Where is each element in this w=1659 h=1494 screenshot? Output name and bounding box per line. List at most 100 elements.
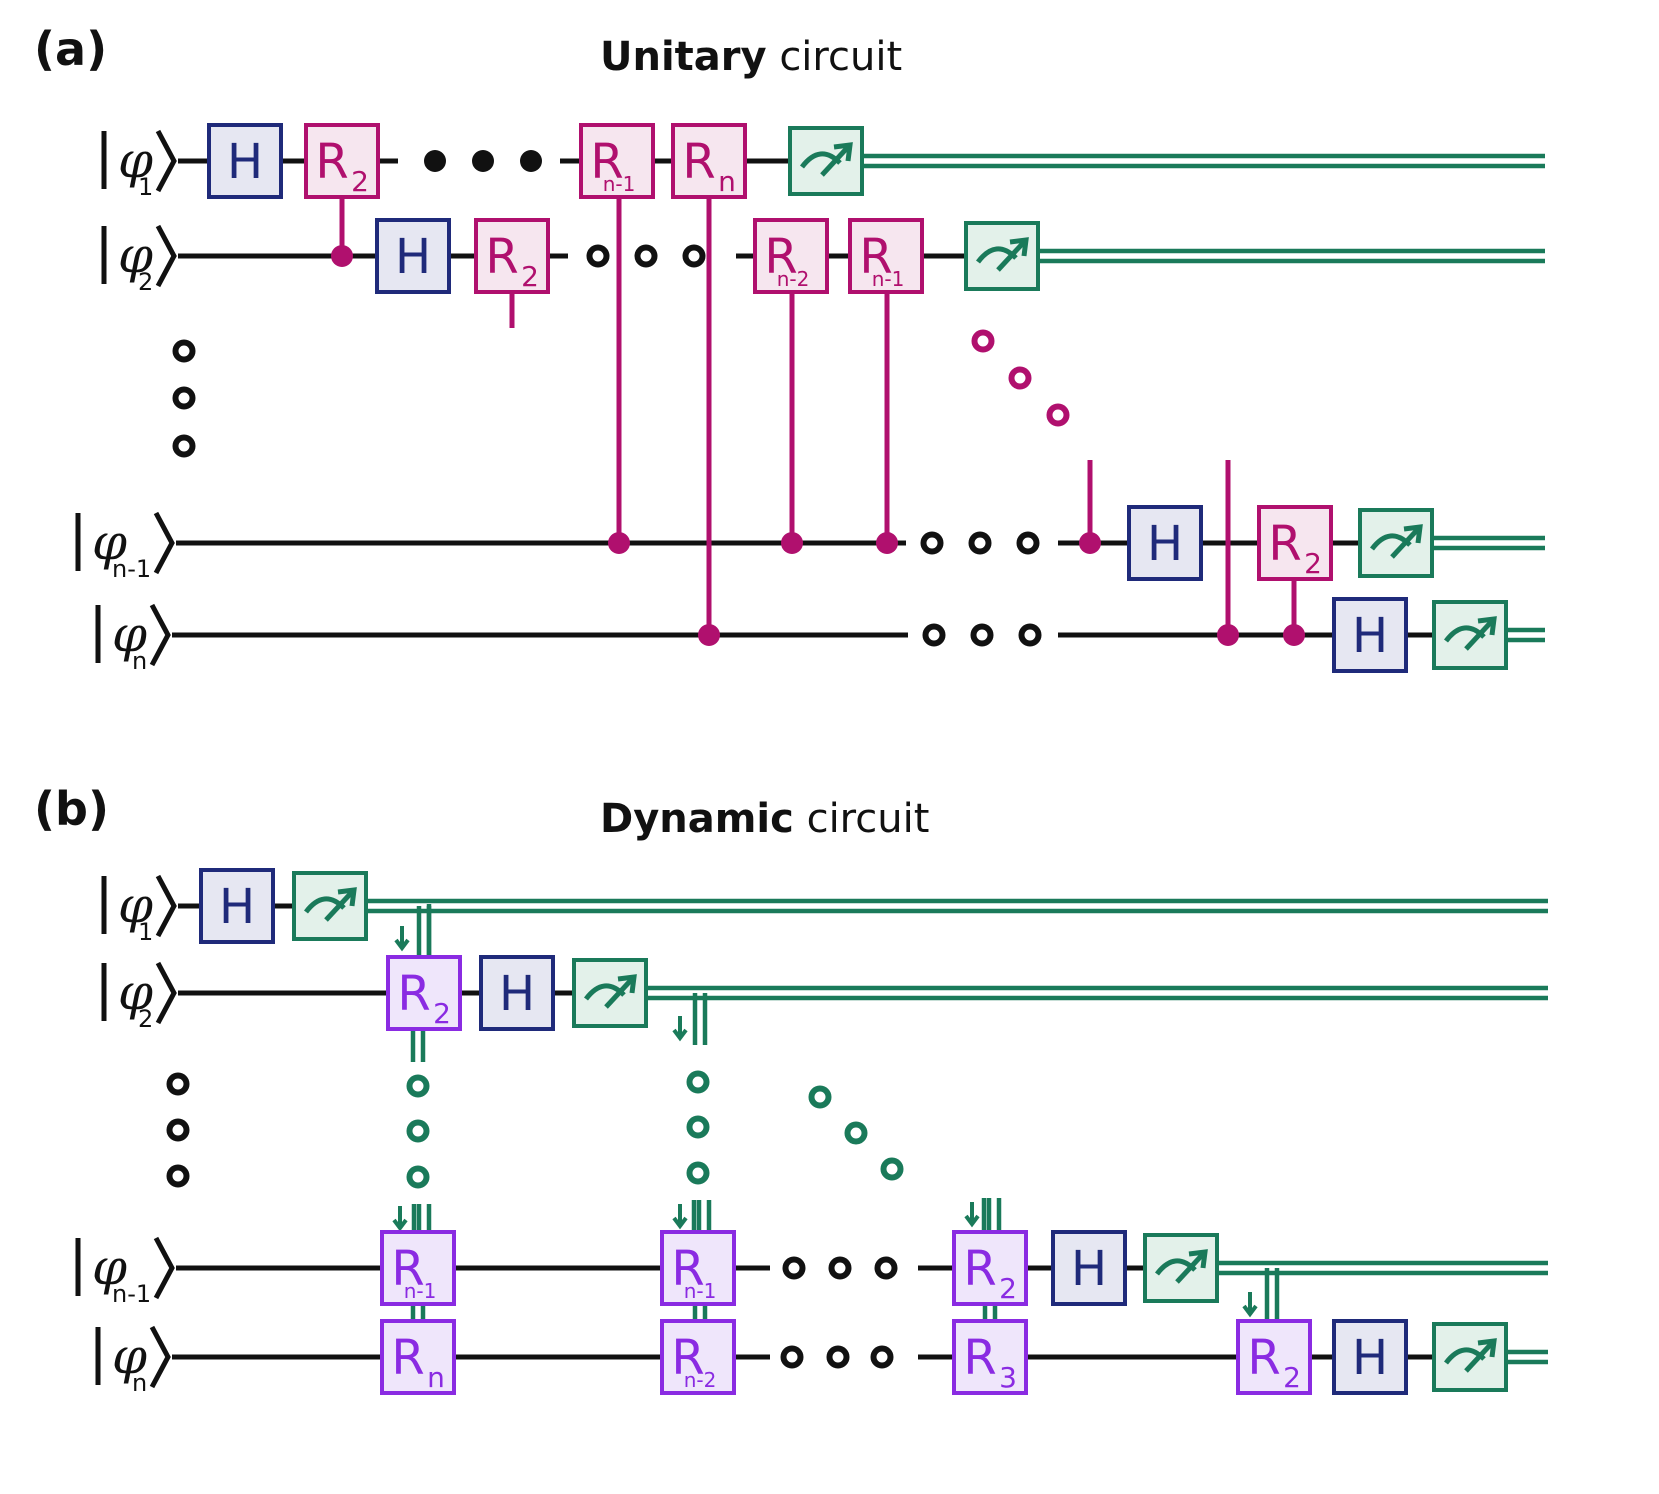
- rotation-subscript: n-1: [603, 172, 636, 196]
- hadamard-gate: [1051, 1230, 1127, 1306]
- rotation-gate: [660, 1319, 736, 1395]
- meter-needle-icon: [820, 145, 850, 177]
- meter-needle-icon: [1464, 1341, 1494, 1373]
- continuation-dot: [826, 1345, 850, 1369]
- continuation-dot: [782, 1256, 806, 1280]
- continuation-dot: [920, 531, 944, 555]
- ket-bracket: [155, 129, 177, 193]
- measurement-gate: [964, 221, 1040, 291]
- continuation-dot: [1018, 623, 1042, 647]
- rotation-label: R: [315, 134, 348, 190]
- control-dot: [331, 245, 353, 267]
- qubit-ellipsis-dot: [172, 434, 196, 458]
- qubit-ellipsis-dot: [166, 1118, 190, 1142]
- rotation-label: R: [859, 229, 892, 285]
- arrowhead-icon: [672, 1216, 688, 1230]
- continuation-dot: [870, 1345, 894, 1369]
- hadamard-label: H: [1147, 516, 1183, 572]
- ket-phi-n-1: φn-1: [75, 1236, 175, 1308]
- rotation-label: R: [671, 1241, 704, 1297]
- meter-needle-icon: [1390, 527, 1420, 559]
- arrowhead-icon: [672, 1028, 688, 1042]
- classical-ellipsis-dot: [686, 1070, 710, 1094]
- arrowhead-icon: [392, 1218, 408, 1232]
- classical-ellipsis-dot: [406, 1119, 430, 1143]
- ket-phi-1: φ1: [101, 874, 177, 946]
- hadamard-label: H: [499, 966, 535, 1022]
- ket-subscript: n-1: [112, 555, 151, 583]
- rotation-label: R: [397, 966, 430, 1022]
- panel-b-title: Dynamic circuit: [600, 796, 929, 842]
- rotation-subscript: n-2: [684, 1368, 717, 1392]
- ket-subscript: 1: [138, 918, 153, 946]
- continuation-dot: [682, 244, 706, 268]
- qubit-ellipsis-dot: [166, 1072, 190, 1096]
- arrowhead-icon: [1242, 1304, 1258, 1318]
- control-dot: [1283, 624, 1305, 646]
- rotation-label: R: [391, 1241, 424, 1297]
- ket-symbol: φ: [112, 1327, 147, 1385]
- continuation-dot: [922, 623, 946, 647]
- measurement-gate: [1143, 1233, 1219, 1303]
- rotation-gate: [952, 1230, 1028, 1306]
- rotation-subscript: n: [427, 1361, 445, 1394]
- ket-symbol: φ: [92, 1238, 127, 1296]
- ket-phi-n-1: φn-1: [75, 511, 175, 583]
- control-dot: [1217, 624, 1239, 646]
- ket-subscript: 2: [138, 268, 153, 296]
- diagonal-ellipsis-dot: [808, 1085, 832, 1109]
- continuation-dot: [424, 150, 446, 172]
- meter-arrowhead-icon: [1477, 1338, 1497, 1358]
- continuation-dot: [780, 1345, 804, 1369]
- rotation-label: R: [671, 1330, 704, 1386]
- measurement-gate: [1432, 1322, 1508, 1392]
- rotation-subscript: n-1: [684, 1279, 717, 1303]
- rotation-subscript: n: [718, 165, 736, 198]
- meter-arrowhead-icon: [617, 974, 637, 994]
- ket-phi-1: φ1: [101, 129, 177, 201]
- rotation-gate: [848, 218, 924, 294]
- ket-bracket: [149, 1325, 171, 1389]
- hadamard-label: H: [1352, 608, 1388, 664]
- rotation-subscript: 2: [1304, 547, 1322, 580]
- rotation-gate: [380, 1319, 456, 1395]
- ket-subscript: 1: [138, 173, 153, 201]
- ket-bracket: [155, 961, 177, 1025]
- qubit-ellipsis-dot: [172, 339, 196, 363]
- rotation-gate: [1236, 1319, 1312, 1395]
- rotation-label: R: [1268, 516, 1301, 572]
- qubit-ellipsis-dot: [166, 1164, 190, 1188]
- rotation-subscript: n-2: [777, 267, 810, 291]
- rotation-subscript: n-1: [872, 267, 905, 291]
- continuation-dot: [970, 623, 994, 647]
- rotation-gate: [671, 123, 747, 199]
- rotation-gate: [1257, 505, 1333, 581]
- classical-ellipsis-dot: [406, 1074, 430, 1098]
- ket-phi-n: φn: [95, 603, 171, 675]
- continuation-dot: [874, 1256, 898, 1280]
- ket-subscript: n: [132, 647, 147, 675]
- meter-needle-icon: [604, 977, 634, 1009]
- hadamard-label: H: [227, 134, 263, 190]
- ket-bracket: [155, 874, 177, 938]
- hadamard-label: H: [219, 879, 255, 935]
- rotation-gate: [952, 1319, 1028, 1395]
- continuation-dot: [1016, 531, 1040, 555]
- diagonal-ellipsis-dot: [844, 1121, 868, 1145]
- continuation-dot: [472, 150, 494, 172]
- meter-arrowhead-icon: [1403, 524, 1423, 544]
- rotation-gate: [753, 218, 829, 294]
- hadamard-gate: [1332, 597, 1408, 673]
- classical-ellipsis-dot: [686, 1161, 710, 1185]
- ket-bracket: [153, 1236, 175, 1300]
- continuation-dot: [634, 244, 658, 268]
- ket-symbol: φ: [92, 513, 127, 571]
- hadamard-gate: [479, 955, 555, 1031]
- ket-bracket: [153, 511, 175, 575]
- ket-symbol: φ: [118, 226, 153, 284]
- control-dot: [698, 624, 720, 646]
- measurement-gate: [788, 126, 864, 196]
- ket-subscript: n: [132, 1369, 147, 1397]
- diagonal-ellipsis-dot: [971, 329, 995, 353]
- measurement-gate: [572, 958, 648, 1028]
